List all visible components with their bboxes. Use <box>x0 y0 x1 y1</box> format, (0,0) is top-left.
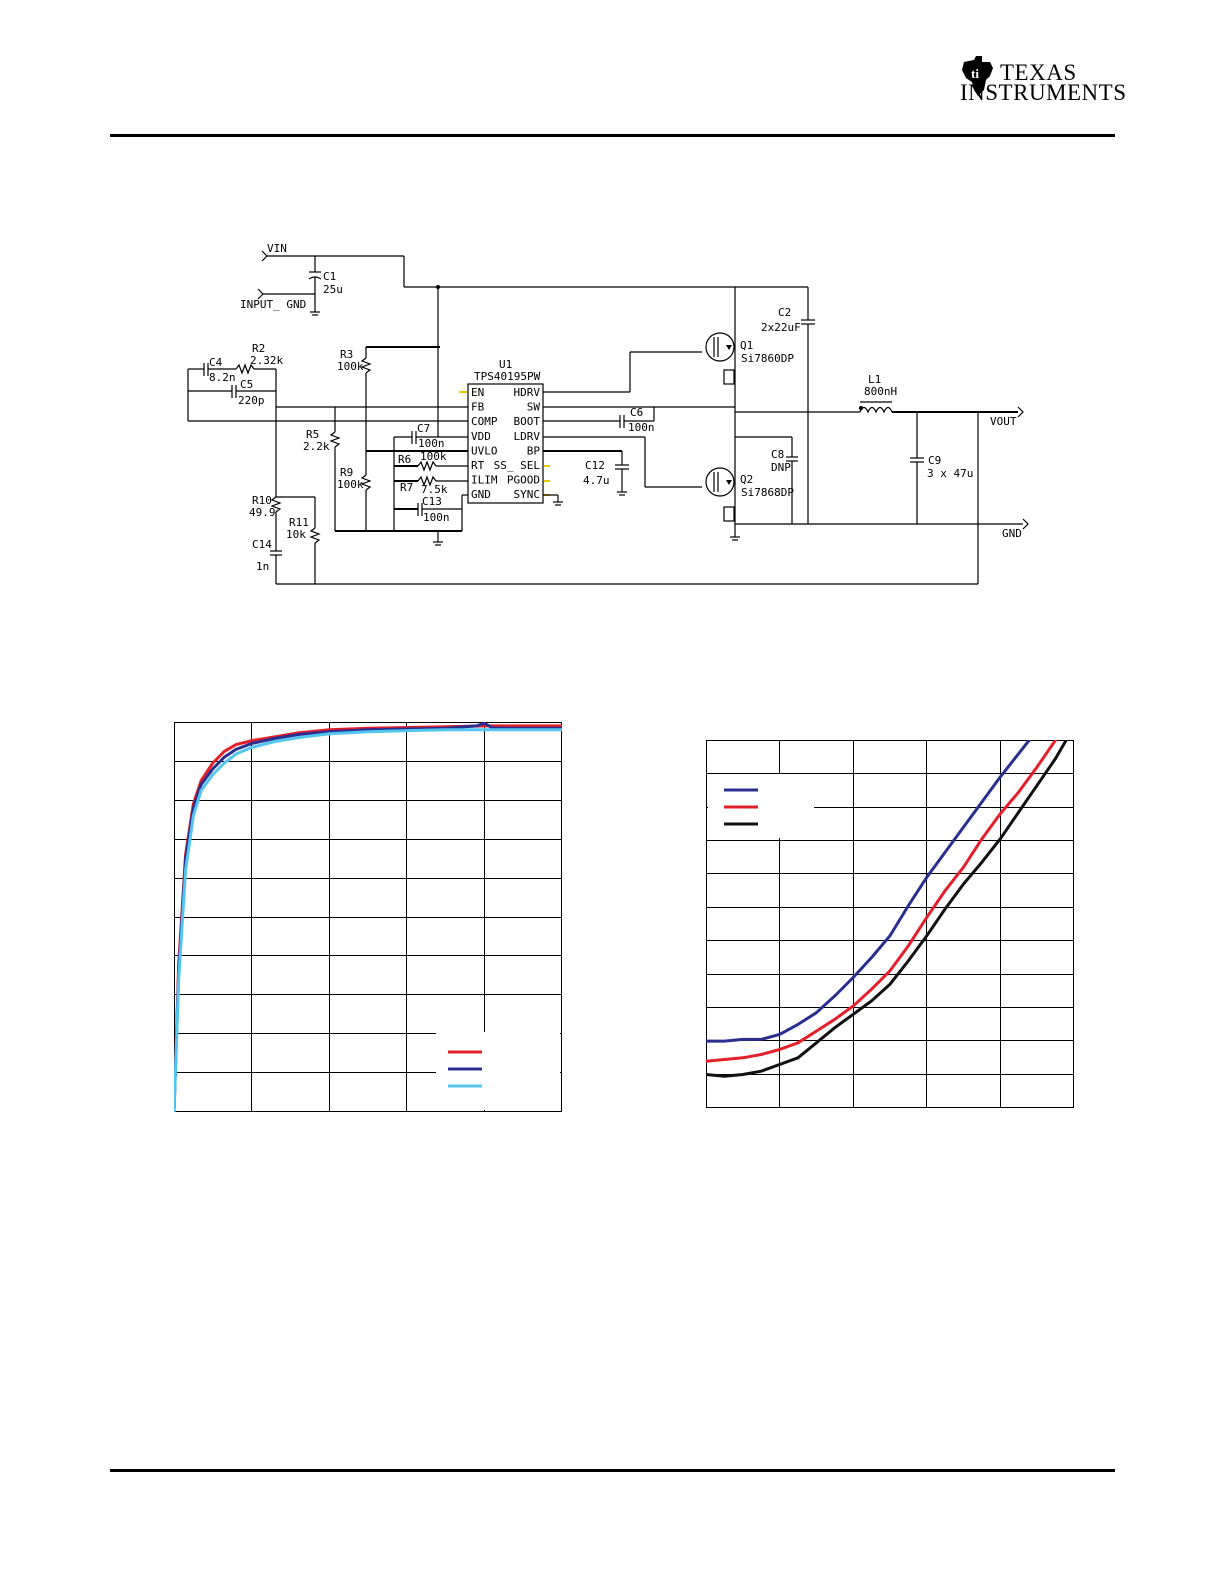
ti-state-icon: ti <box>962 56 993 96</box>
u1-pin-sync: SYNC <box>514 488 541 501</box>
logo-instruments: INSTRUMENTS <box>960 80 1127 105</box>
label-c9: C9 <box>928 454 941 467</box>
series-line-navy <box>706 740 1032 1043</box>
ti-logo: ti TEXAS INSTRUMENTS <box>960 50 1126 110</box>
label-u1: U1 <box>499 358 512 371</box>
label-c2-val: 2x22uF <box>761 321 801 334</box>
label-c1: C1 <box>323 270 336 283</box>
label-u1-part: TPS40195PW <box>474 370 541 383</box>
label-q1: Q1 <box>740 339 753 352</box>
label-c14-val: 1n <box>256 560 269 573</box>
label-r6-val: 100k <box>420 450 447 463</box>
l1-inductor-icon <box>859 406 893 414</box>
label-c8-val: DNP <box>771 461 791 474</box>
series-line-navy <box>174 722 562 1112</box>
u1-pin-sssel: SS_ SEL <box>494 459 541 472</box>
svg-text:ti: ti <box>971 66 979 81</box>
label-r11: R11 <box>289 516 309 529</box>
q1-mosfet-icon <box>705 332 735 362</box>
u1-pin-en: EN <box>471 386 484 399</box>
label-r7-val: 7.5k <box>421 483 448 496</box>
label-q2-part: Si7868DP <box>741 486 794 499</box>
label-vin: VIN <box>267 242 287 255</box>
u1-pin-hdrv: HDRV <box>514 386 541 399</box>
label-r11-val: 10k <box>286 528 306 541</box>
label-gnd: GND <box>1002 527 1022 540</box>
label-c12: C12 <box>585 459 605 472</box>
grid <box>174 722 562 1112</box>
label-r5: R5 <box>306 428 319 441</box>
vout-port-icon <box>1017 406 1024 418</box>
label-input-gnd: INPUT_ GND <box>240 298 306 311</box>
schematic-diagram: VIN C1 25u INPUT_ GND R3 100k R9 100k C4… <box>187 242 1029 585</box>
legend-box <box>708 774 814 838</box>
label-q2: Q2 <box>740 473 753 486</box>
label-r3-val: 100k <box>337 360 364 373</box>
label-c7: C7 <box>417 422 430 435</box>
series-line-cyan <box>174 728 562 1112</box>
u1-pin-uvlo: UVLO <box>471 444 498 457</box>
label-r5-val: 2.2k <box>303 440 330 453</box>
q2-mosfet-icon <box>705 467 735 497</box>
u1-pin-fb: FB <box>471 401 485 414</box>
label-c4-val: 8.2n <box>209 371 236 384</box>
legend-box <box>436 1032 560 1110</box>
label-r2: R2 <box>252 342 265 355</box>
series-line-black <box>706 740 1068 1078</box>
chart-1-plot <box>174 722 562 1112</box>
header-rule <box>110 134 1115 137</box>
label-c2: C2 <box>778 306 791 319</box>
label-c8: C8 <box>771 448 784 461</box>
label-q1-part: Si7860DP <box>741 352 794 365</box>
label-r6: R6 <box>398 453 411 466</box>
logo-texas: TEXAS <box>1000 60 1077 85</box>
series-line-red <box>706 740 1058 1063</box>
chart-1 <box>174 722 564 1114</box>
label-c6: C6 <box>630 406 643 419</box>
u1-pin-boot: BOOT <box>514 415 541 428</box>
u1-pin-rt: RT <box>471 459 485 472</box>
label-c4: C4 <box>209 356 223 369</box>
u1-pin-ldrv: LDRV <box>514 430 541 443</box>
label-c13: C13 <box>422 495 442 508</box>
label-vout: VOUT <box>990 415 1017 428</box>
label-r3: R3 <box>340 348 353 361</box>
u1-pin-bp: BP <box>527 444 541 457</box>
label-c9-val: 3 x 47u <box>927 467 973 480</box>
u1-pin-sw: SW <box>527 401 541 414</box>
label-r9: R9 <box>340 466 353 479</box>
label-c14: C14 <box>252 538 272 551</box>
chart-2-plot <box>706 740 1074 1108</box>
label-c5: C5 <box>240 378 253 391</box>
label-l1-val: 800nH <box>864 385 897 398</box>
label-l1: L1 <box>868 373 881 386</box>
label-r10: R10 <box>252 494 272 507</box>
u1-chip <box>467 383 544 504</box>
label-c7-val: 100n <box>418 437 445 450</box>
label-c1-val: 25u <box>323 283 343 296</box>
u1-pin-pgood: PGOOD <box>507 474 540 487</box>
label-r7: R7 <box>400 481 413 494</box>
label-c6-val: 100n <box>628 421 655 434</box>
u1-pin-comp: COMP <box>471 415 498 428</box>
label-r10-val: 49.9 <box>249 506 276 519</box>
label-c13-val: 100n <box>423 511 450 524</box>
u1-pin-gnd: GND <box>471 488 491 501</box>
label-c12-val: 4.7u <box>583 474 610 487</box>
chart-2 <box>706 740 1076 1110</box>
u1-pin-ilim: ILIM <box>471 474 498 487</box>
grid <box>706 740 1074 1108</box>
gnd-port-icon <box>1022 518 1029 530</box>
u1-pin-vdd: VDD <box>471 430 491 443</box>
label-c5-val: 220p <box>238 394 265 407</box>
label-r2-val: 2.32k <box>250 354 283 367</box>
label-r9-val: 100k <box>337 478 364 491</box>
footer-rule <box>110 1469 1115 1472</box>
